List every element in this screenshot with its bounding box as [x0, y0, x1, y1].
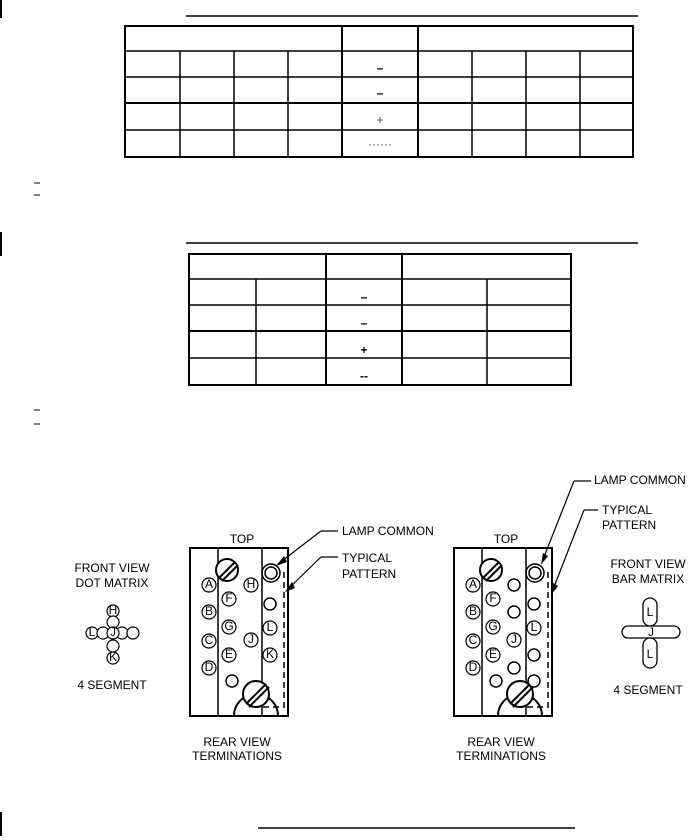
pin-g: G	[224, 619, 233, 633]
four-segment-label-right: 4 SEGMENT	[613, 683, 683, 697]
bar-symbol-2: –	[361, 316, 368, 330]
bar-matrix-label: BAR MATRIX	[612, 572, 684, 586]
dot-seg-h: H	[109, 603, 118, 617]
pins-right: A B C D E F G J L	[465, 577, 542, 676]
lamp-common-label-left: LAMP COMMON	[342, 524, 434, 538]
pattern-label-right: PATTERN	[602, 518, 656, 532]
pattern-label-left: PATTERN	[342, 567, 396, 581]
pins-left: A B C D E F G H J K L	[201, 577, 278, 676]
bar-seg-j: J	[648, 625, 654, 639]
dot-matrix-symbols: – – + ······	[368, 61, 392, 151]
dot-symbol-1: –	[377, 61, 384, 75]
rear-view-label-right: REAR VIEW	[467, 735, 535, 749]
pin-f-right: F	[489, 591, 496, 605]
pin-h: H	[247, 577, 256, 591]
bar-symbol-1: –	[361, 290, 368, 304]
terminations-label-left: TERMINATIONS	[192, 749, 282, 763]
dot-matrix-table	[124, 25, 634, 158]
dot-symbol-2: –	[377, 86, 384, 100]
dot-matrix-front-view: H L J K	[85, 603, 140, 665]
pin-l: L	[267, 620, 274, 634]
pin-c: C	[205, 633, 214, 647]
arrows-right	[541, 553, 558, 595]
dot-matrix-label: DOT MATRIX	[76, 576, 149, 590]
top-label-left: TOP	[230, 532, 254, 546]
front-view-label-left: FRONT VIEW	[74, 561, 150, 575]
dot-seg-k: K	[109, 650, 117, 664]
bar-symbol-4: --	[360, 369, 368, 383]
bar-matrix-symbols: – – + --	[360, 290, 368, 383]
rear-view-connector-left	[189, 547, 289, 717]
pin-c-right: C	[469, 633, 478, 647]
pin-e-right: E	[489, 647, 497, 661]
pin-a-right: A	[469, 577, 477, 591]
pin-a: A	[205, 577, 213, 591]
pin-d-right: D	[469, 660, 478, 674]
dot-symbol-4: ······	[368, 137, 392, 151]
bar-seg-l-top: L	[647, 605, 654, 619]
bar-matrix-table	[188, 253, 572, 386]
bar-matrix-front-view: L J L	[621, 597, 681, 669]
pin-b: B	[205, 604, 213, 618]
top-label-right: TOP	[494, 532, 518, 546]
dot-seg-j: J	[110, 625, 116, 639]
pin-l-right: L	[531, 620, 538, 634]
pin-e: E	[225, 647, 233, 661]
arrows-left	[276, 556, 295, 592]
lamp-common-label-right: LAMP COMMON	[594, 473, 686, 487]
note-marks	[34, 182, 40, 425]
pin-k: K	[266, 647, 274, 661]
terminations-label-right: TERMINATIONS	[456, 749, 546, 763]
leaders-right	[541, 480, 598, 593]
rear-view-connector-right	[453, 547, 553, 717]
pin-j: J	[248, 632, 254, 646]
bar-symbol-3: +	[360, 343, 367, 357]
title-rules	[186, 15, 638, 829]
front-view-label-right: FRONT VIEW	[610, 557, 686, 571]
pin-j-right: J	[511, 632, 517, 646]
typical-label-right: TYPICAL	[602, 503, 652, 517]
pin-f: F	[225, 591, 232, 605]
dot-symbol-3: +	[376, 113, 383, 127]
labels-right: LAMP COMMON TYPICAL PATTERN TOP REAR VIE…	[456, 473, 686, 763]
labels-left: LAMP COMMON TYPICAL PATTERN TOP REAR VIE…	[74, 524, 433, 763]
typical-label-left: TYPICAL	[342, 551, 392, 565]
pin-g-right: G	[488, 619, 497, 633]
pin-b-right: B	[469, 604, 477, 618]
pin-d: D	[205, 660, 214, 674]
four-segment-label-left: 4 SEGMENT	[77, 678, 147, 692]
rear-view-label-left: REAR VIEW	[203, 735, 271, 749]
bar-seg-l-bottom: L	[647, 647, 654, 661]
dot-seg-l: L	[89, 625, 96, 639]
